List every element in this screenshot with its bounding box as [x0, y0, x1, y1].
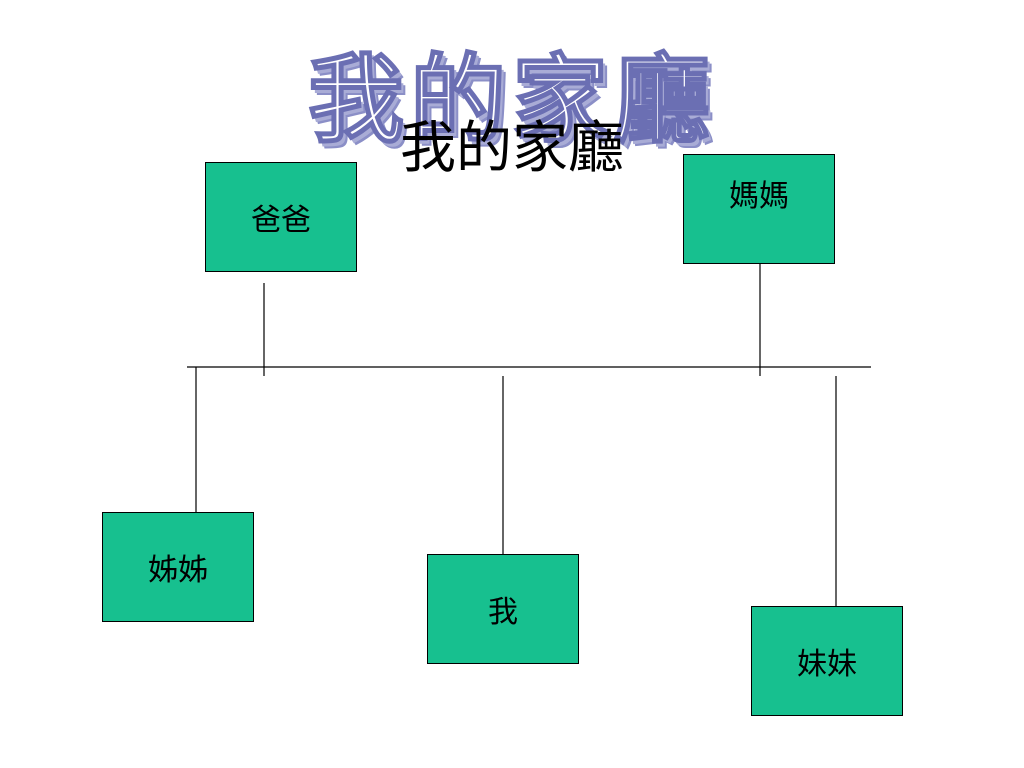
node-elder-sister-label: 姊姊 — [148, 553, 208, 588]
node-me: 我 — [427, 554, 579, 664]
node-mother-label: 媽媽 — [729, 179, 789, 214]
node-me-label: 我 — [488, 595, 518, 630]
node-elder-sister: 姊姊 — [102, 512, 254, 622]
node-father: 爸爸 — [205, 162, 357, 272]
node-younger-sister: 妹妹 — [751, 606, 903, 716]
node-father-label: 爸爸 — [251, 203, 311, 238]
node-younger-sister-label: 妹妹 — [797, 647, 857, 682]
diagram-subtitle: 我的家廳 — [400, 116, 624, 181]
node-mother: 媽媽 — [683, 154, 835, 264]
wordart-title: 我的家廳 — [307, 42, 716, 157]
